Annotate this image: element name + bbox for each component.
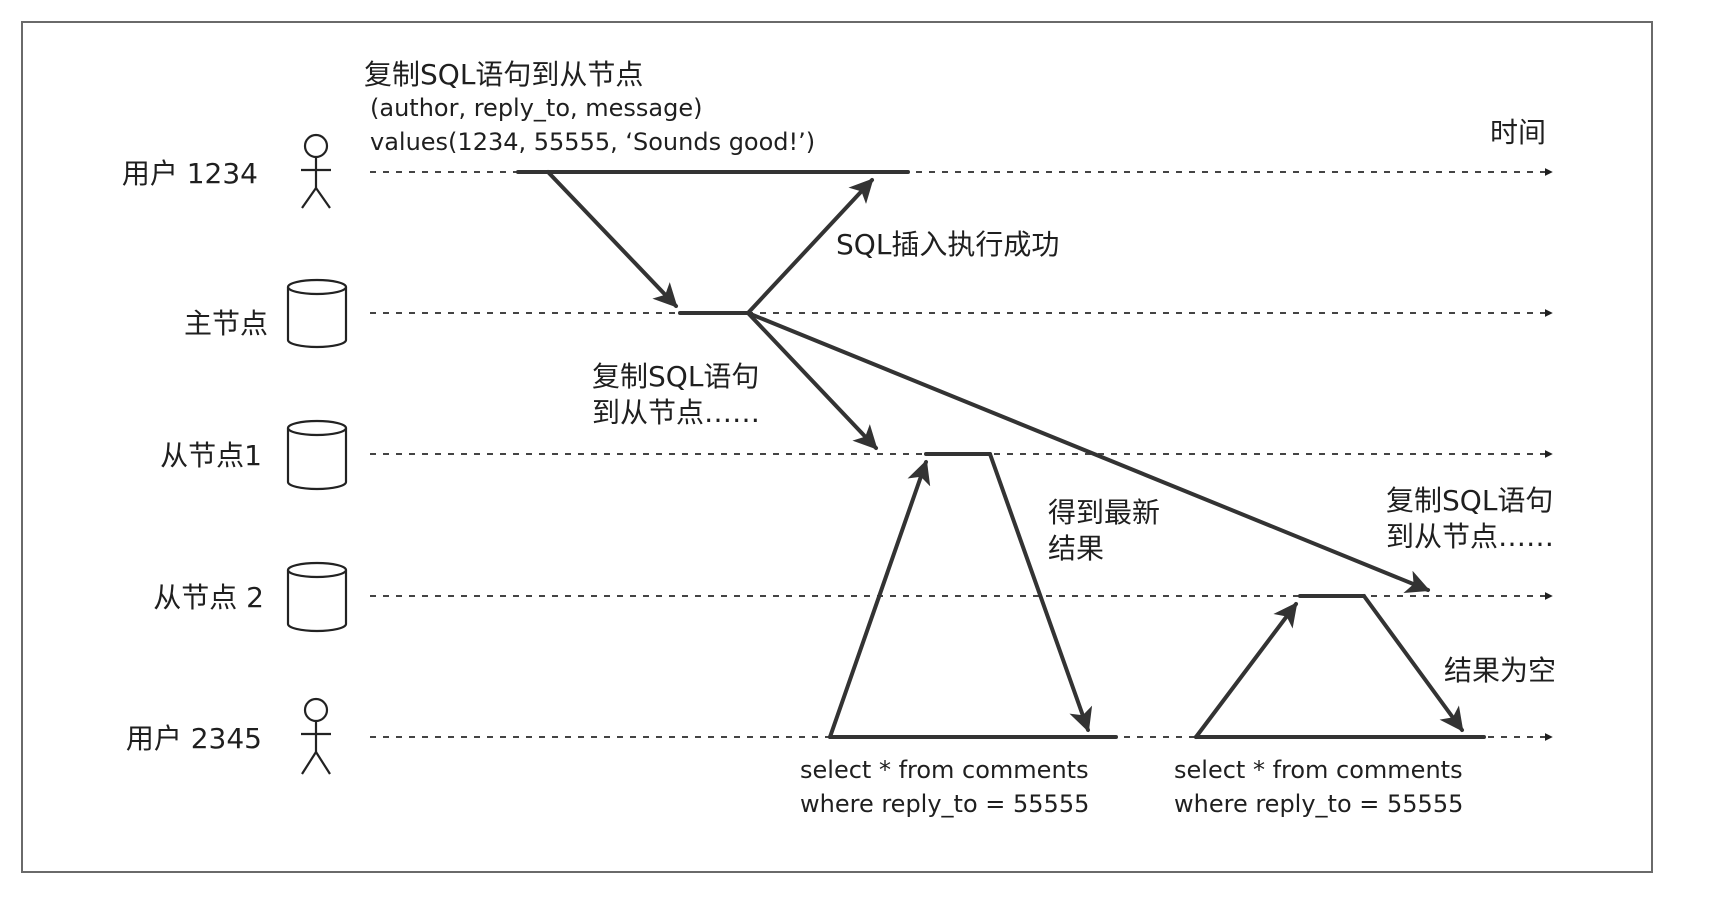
replicate-follower1-arrow — [746, 311, 878, 450]
time-label: 时间 — [1490, 116, 1546, 149]
insert-title: 复制SQL语句到从节点 — [364, 58, 643, 91]
lane-label-user2345: 用户 2345 — [126, 722, 262, 755]
query2-line2: where reply_to = 55555 — [1174, 790, 1463, 818]
insert-values: values(1234, 55555, ‘Sounds good!’) — [370, 128, 815, 156]
database-icon — [286, 419, 348, 491]
replicate-follower2-line1: 复制SQL语句 — [1386, 484, 1553, 517]
replicate-follower1-line1: 复制SQL语句 — [592, 360, 759, 393]
diagram-frame — [21, 21, 1653, 873]
insert-columns: (author, reply_to, message) — [370, 94, 703, 122]
user-icon — [301, 697, 331, 775]
insert-success-label: SQL插入执行成功 — [836, 228, 1059, 261]
empty-result-label: 结果为空 — [1444, 654, 1556, 687]
query1-line2: where reply_to = 55555 — [800, 790, 1089, 818]
replicate-follower2-line2: 到从节点…… — [1386, 520, 1554, 553]
query2-line1: select * from comments — [1174, 756, 1463, 784]
lane-label-follower2: 从节点 2 — [153, 581, 264, 614]
lane-label-user1234: 用户 1234 — [122, 157, 258, 190]
write-request-arrow — [546, 170, 678, 308]
user-icon — [301, 133, 331, 209]
read2-response-arrow — [1362, 594, 1464, 732]
database-icon — [286, 561, 348, 633]
database-icon — [286, 278, 348, 349]
read1-response-arrow — [988, 452, 1093, 733]
replicate-follower2-arrow — [746, 311, 1431, 593]
query1-line1: select * from comments — [800, 756, 1089, 784]
latest-result-line1: 得到最新 — [1048, 496, 1160, 529]
lane-label-follower1: 从节点1 — [160, 439, 262, 472]
latest-result-line2: 结果 — [1048, 532, 1104, 565]
read1-request-arrow — [828, 459, 931, 739]
replicate-follower1-line2: 到从节点…… — [592, 396, 760, 429]
write-ack-arrow — [746, 178, 874, 315]
read2-request-arrow — [1194, 602, 1298, 739]
lane-label-leader: 主节点 — [184, 307, 268, 340]
